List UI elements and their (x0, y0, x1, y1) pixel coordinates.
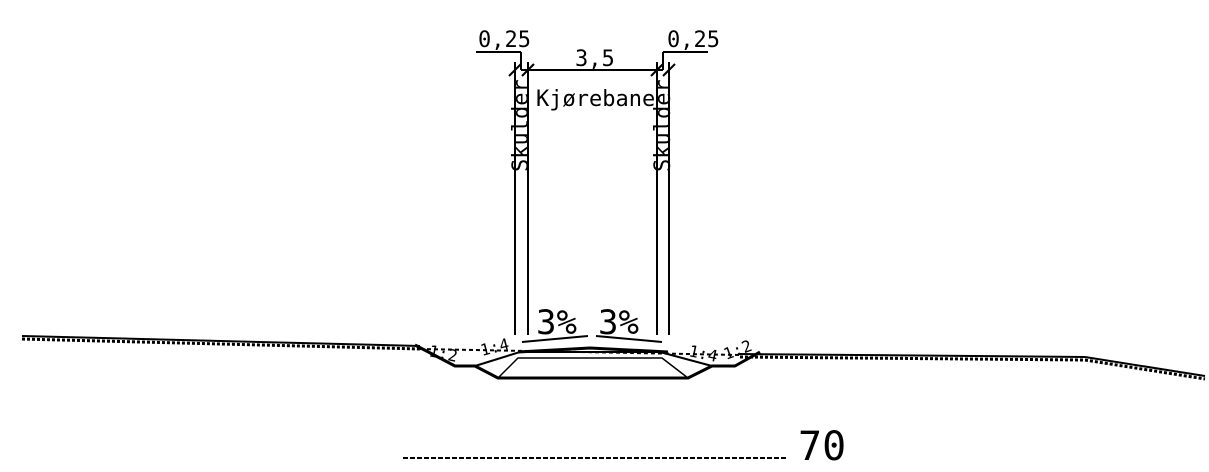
left-shoulder-dimension: 0,25 (478, 28, 531, 53)
right-crossfall-arrow (595, 335, 663, 343)
lane-label: Kjørebane (536, 87, 655, 112)
left-crossfall-label: 3% (536, 303, 577, 343)
right-shoulder-label: Skulder (651, 79, 676, 172)
dimension-line (476, 51, 708, 77)
right-shoulder-dimension: 0,25 (667, 28, 720, 53)
scale-value: 70 (798, 424, 846, 470)
left-shoulder-label: Skulder (509, 79, 534, 172)
lane-dimension: 3,5 (575, 47, 615, 72)
left-outer-slope-label: 1:2 (427, 341, 459, 366)
left-crossfall-arrow (521, 335, 589, 343)
road-body (414, 343, 761, 380)
terrain-line (21, 335, 1206, 381)
extension-lines (514, 62, 670, 335)
right-inner-slope-label: 1:4 (687, 341, 719, 366)
